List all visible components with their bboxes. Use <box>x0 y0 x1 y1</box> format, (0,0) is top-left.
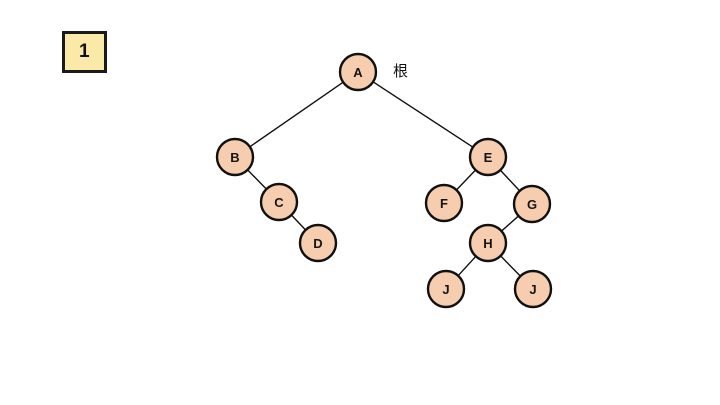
tree-edge-e-g <box>499 169 521 192</box>
node-label-g: G <box>527 197 537 212</box>
tree-node-c[interactable]: C <box>259 182 299 222</box>
tree-edge-a-b <box>249 81 344 148</box>
node-circle-c <box>259 182 299 222</box>
node-circle-j1 <box>426 269 466 309</box>
tree-node-d[interactable]: D <box>298 223 338 263</box>
node-circle-g <box>512 184 552 224</box>
slide-number-label: 1 <box>78 41 91 62</box>
tree-edge-h-j1 <box>457 255 477 277</box>
tree-node-f[interactable]: F <box>424 183 464 223</box>
node-label-d: D <box>313 236 322 251</box>
node-circle-j2 <box>513 269 553 309</box>
node-label-b: B <box>230 150 239 165</box>
tree-edges-group <box>246 81 522 277</box>
tree-node-j2[interactable]: J <box>513 269 553 309</box>
tree-node-j1[interactable]: J <box>426 269 466 309</box>
tree-nodes-group: A B C D E F G H J J <box>215 52 553 309</box>
tree-node-b[interactable]: B <box>215 137 255 177</box>
tree-edge-c-d <box>290 214 307 231</box>
tree-edge-a-e <box>372 81 474 148</box>
tree-edge-g-h <box>500 215 520 232</box>
node-circle-f <box>424 183 464 223</box>
tree-edge-e-f <box>455 169 477 191</box>
node-circle-a <box>338 52 378 92</box>
node-label-h: H <box>483 236 492 251</box>
tree-node-g[interactable]: G <box>512 184 552 224</box>
node-label-e: E <box>484 150 493 165</box>
node-label-j1: J <box>442 282 449 297</box>
node-label-f: F <box>440 196 448 211</box>
tree-node-e[interactable]: E <box>468 137 508 177</box>
node-label-a: A <box>353 65 363 80</box>
tree-edge-h-j2 <box>499 255 522 277</box>
slide-number-badge: 1 <box>62 31 107 73</box>
node-circle-b <box>215 137 255 177</box>
node-label-c: C <box>274 195 284 210</box>
node-circle-h <box>468 223 508 263</box>
tree-node-a[interactable]: A <box>338 52 378 92</box>
root-annotation-label: 根 <box>393 62 408 80</box>
node-circle-e <box>468 137 508 177</box>
tree-node-h[interactable]: H <box>468 223 508 263</box>
node-label-j2: J <box>529 282 536 297</box>
node-circle-d <box>298 223 338 263</box>
tree-edge-b-c <box>246 169 268 190</box>
